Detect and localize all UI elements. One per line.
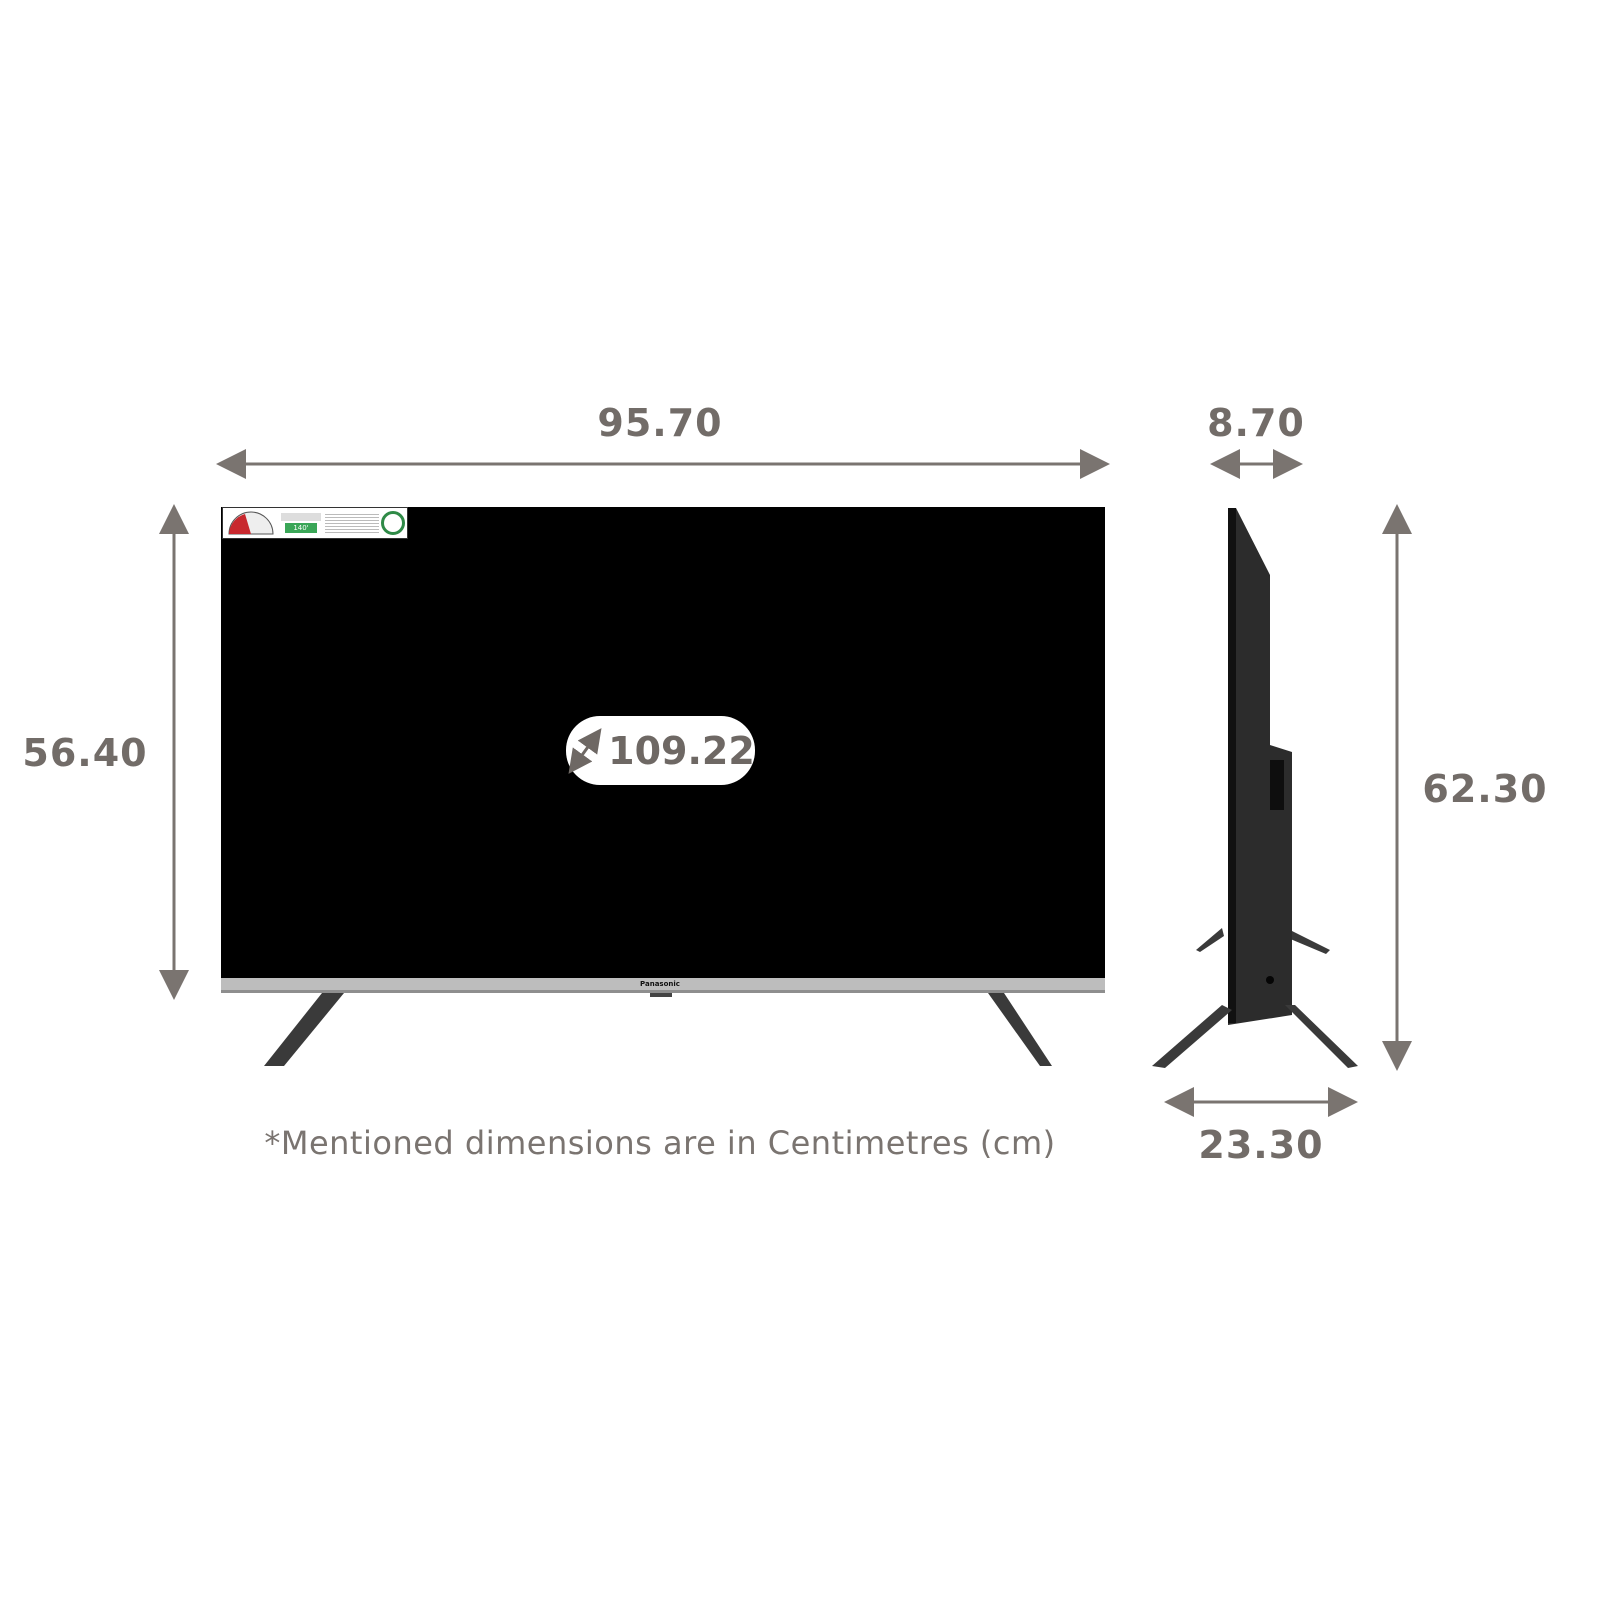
diagonal-badge: 109.22	[566, 716, 755, 785]
height-label: 56.40	[22, 731, 148, 775]
height-with-stand-label: 62.30	[1422, 767, 1548, 811]
brand-logo: Panasonic	[640, 980, 680, 988]
bee-logo-icon	[381, 511, 405, 535]
width-label: 95.70	[597, 401, 723, 445]
stand-depth-label: 23.30	[1198, 1123, 1324, 1167]
star-rating-icon	[228, 511, 274, 535]
units-note: *Mentioned dimensions are in Centimetres…	[264, 1124, 1056, 1162]
depth-label: 8.70	[1207, 401, 1305, 445]
diagonal-value: 109.22	[608, 728, 755, 773]
tv-side-view	[1152, 508, 1358, 1068]
energy-label: 140'	[222, 507, 408, 539]
energy-consumption-value: 140'	[285, 523, 317, 533]
diagonal-arrow-icon	[568, 727, 602, 774]
